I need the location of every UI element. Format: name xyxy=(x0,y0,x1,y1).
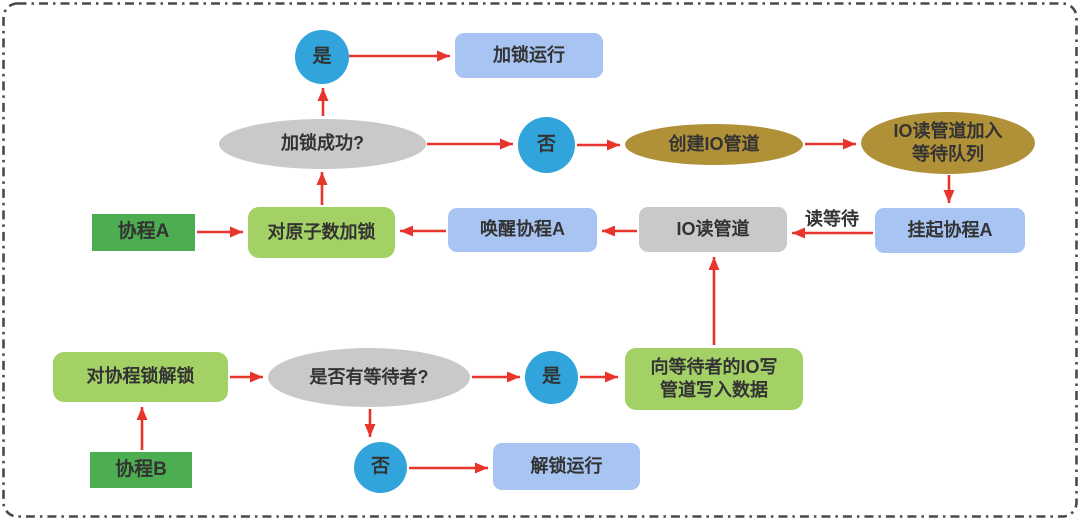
node-label: 向等待者的IO写管道写入数据 xyxy=(650,356,778,400)
node-label: 对协程锁解锁 xyxy=(86,366,195,387)
node-label: 是 xyxy=(312,45,332,67)
node-label: 对原子数加锁 xyxy=(267,221,376,242)
node-no-bottom: 否 xyxy=(354,442,407,493)
node-yes-top: 是 xyxy=(295,30,349,84)
node-label: 加锁成功? xyxy=(281,133,364,154)
node-label: IO读管道 xyxy=(676,218,750,239)
node-label: 协程B xyxy=(115,458,167,480)
node-suspend-a: 挂起协程A xyxy=(875,208,1025,253)
node-has-waiters: 是否有等待者? xyxy=(268,348,470,407)
node-label: 挂起协程A xyxy=(907,219,993,240)
node-wake-a: 唤醒协程A xyxy=(448,208,597,252)
node-label: 否 xyxy=(536,133,556,155)
node-label: 协程A xyxy=(117,221,170,243)
node-coroutine-a: 协程A xyxy=(92,214,195,251)
node-yes-bottom: 是 xyxy=(525,351,578,404)
node-lock-success: 加锁成功? xyxy=(219,119,426,169)
node-lock-atomic: 对原子数加锁 xyxy=(248,207,395,258)
node-label: 唤醒协程A xyxy=(480,219,565,240)
edge-label-read-wait: 读等待 xyxy=(805,209,859,229)
node-label: 是 xyxy=(541,366,561,388)
node-pipe-join-queue: IO读管道加入等待队列 xyxy=(861,112,1035,174)
node-run-locked: 加锁运行 xyxy=(455,33,603,78)
node-label: IO读管道加入等待队列 xyxy=(893,120,1003,164)
node-read-pipe: IO读管道 xyxy=(639,207,787,252)
node-label: 加锁运行 xyxy=(493,44,565,65)
node-unlock-lock: 对协程锁解锁 xyxy=(53,352,228,402)
node-no-top: 否 xyxy=(518,117,575,173)
node-create-pipe: 创建IO管道 xyxy=(625,124,803,165)
node-run-unlocked: 解锁运行 xyxy=(493,443,640,490)
node-write-pipe: 向等待者的IO写管道写入数据 xyxy=(625,348,803,410)
node-label: 创建IO管道 xyxy=(668,133,760,154)
node-label: 否 xyxy=(370,456,390,478)
node-coroutine-b: 协程B xyxy=(90,452,192,488)
node-label: 是否有等待者? xyxy=(309,366,429,387)
node-label: 解锁运行 xyxy=(530,455,603,476)
